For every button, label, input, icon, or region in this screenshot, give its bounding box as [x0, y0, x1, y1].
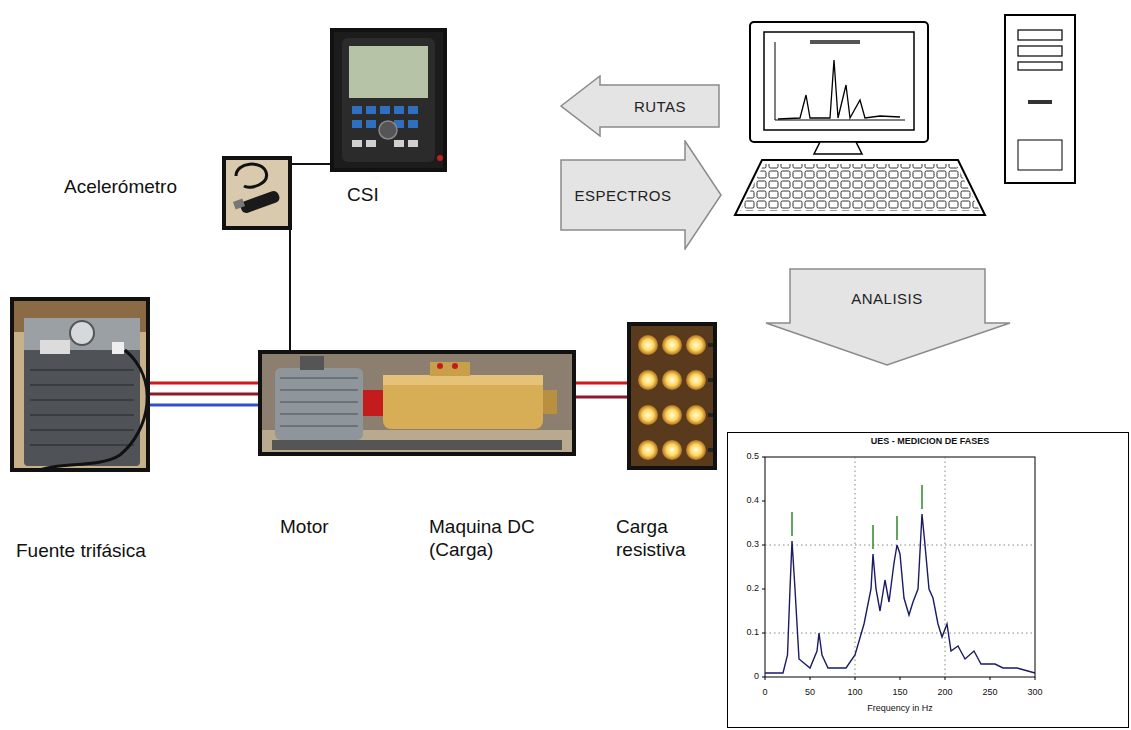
block-arrow: RUTAS: [560, 75, 720, 137]
computer-drawing: [735, 15, 1075, 215]
arrow-outline: [765, 268, 1011, 366]
wire: [576, 396, 627, 399]
part-label: Motor: [280, 516, 329, 539]
chart-label: 200: [937, 688, 952, 698]
chart-label: 0: [762, 688, 767, 698]
accelerometer-photo: [222, 156, 292, 230]
spectrum-chart: [728, 433, 1129, 728]
wire: [150, 404, 258, 407]
chart-label: 50: [805, 688, 815, 698]
chart-label: 300: [1027, 688, 1042, 698]
chart-label: Frequency in Hz: [867, 704, 933, 714]
wire: [289, 230, 291, 350]
power-source-photo: [10, 297, 150, 472]
wire: [150, 393, 258, 396]
block-arrow: ANALISIS: [765, 268, 1011, 366]
block-arrow: ESPECTROS: [560, 140, 722, 250]
wire: [150, 382, 258, 385]
arrow-label: RUTAS: [634, 98, 686, 115]
part-label: Acelerómetro: [64, 176, 177, 199]
motor-photo: [258, 350, 576, 456]
arrow-shape: [561, 141, 721, 249]
part-label: CSI: [347, 184, 379, 207]
arrow-label: ANALISIS: [851, 290, 923, 307]
analyzer-box: CSI: [330, 28, 447, 172]
part-label: Maquina DC (Carga): [429, 516, 579, 562]
chart-label: 100: [847, 688, 862, 698]
arrow-shape: [561, 76, 719, 136]
wire: [576, 382, 627, 385]
chart-label: 0.1: [746, 628, 759, 638]
chart-label: 250: [982, 688, 997, 698]
chart-label: UES - MEDICION DE FASES: [871, 437, 990, 447]
motor-box: MotorMaquina DC (Carga): [258, 350, 576, 456]
part-label: Fuente trifásica: [16, 540, 146, 563]
csi-analyzer-photo: [330, 28, 447, 172]
chart-label: 0: [754, 672, 759, 682]
load-box: Carga resistiva: [627, 322, 717, 470]
wire: [292, 163, 330, 165]
part-label: Carga resistiva: [616, 516, 721, 562]
arrow-label: ESPECTROS: [574, 187, 671, 204]
resistive-load-photo: [627, 322, 717, 470]
chart-label: 0.4: [746, 496, 759, 506]
chart-label: 0.5: [746, 452, 759, 462]
accelerometer-box: Acelerómetro: [222, 156, 292, 230]
arrow-shape: [766, 269, 1010, 365]
chart-label: 0.2: [746, 584, 759, 594]
power-source-box: Fuente trifásica: [10, 297, 150, 472]
chart-label: 0.3: [746, 540, 759, 550]
chart-label: 150: [892, 688, 907, 698]
